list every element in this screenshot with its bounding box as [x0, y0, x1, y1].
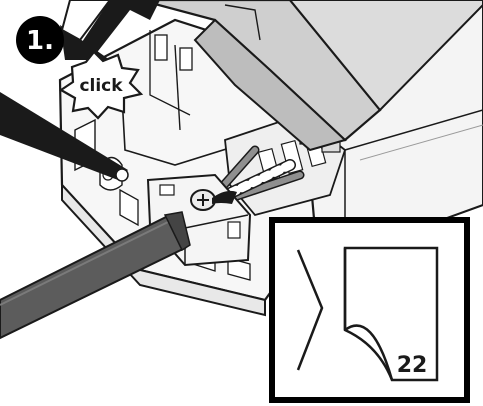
page-curl-icon	[343, 246, 439, 382]
step-number: 1.	[26, 26, 54, 56]
click-label: click	[79, 76, 123, 96]
step-badge: 1.	[16, 16, 64, 64]
hinged-cover	[139, 0, 483, 152]
page-reference-box: 22	[269, 217, 470, 403]
screw-icon	[190, 189, 237, 211]
arrow-icon	[60, 0, 160, 60]
cable	[0, 211, 191, 340]
chevron-right-icon	[296, 249, 324, 371]
pointer-wedge	[0, 92, 129, 182]
page-number: 22	[397, 353, 428, 378]
click-callout: click	[58, 50, 144, 120]
